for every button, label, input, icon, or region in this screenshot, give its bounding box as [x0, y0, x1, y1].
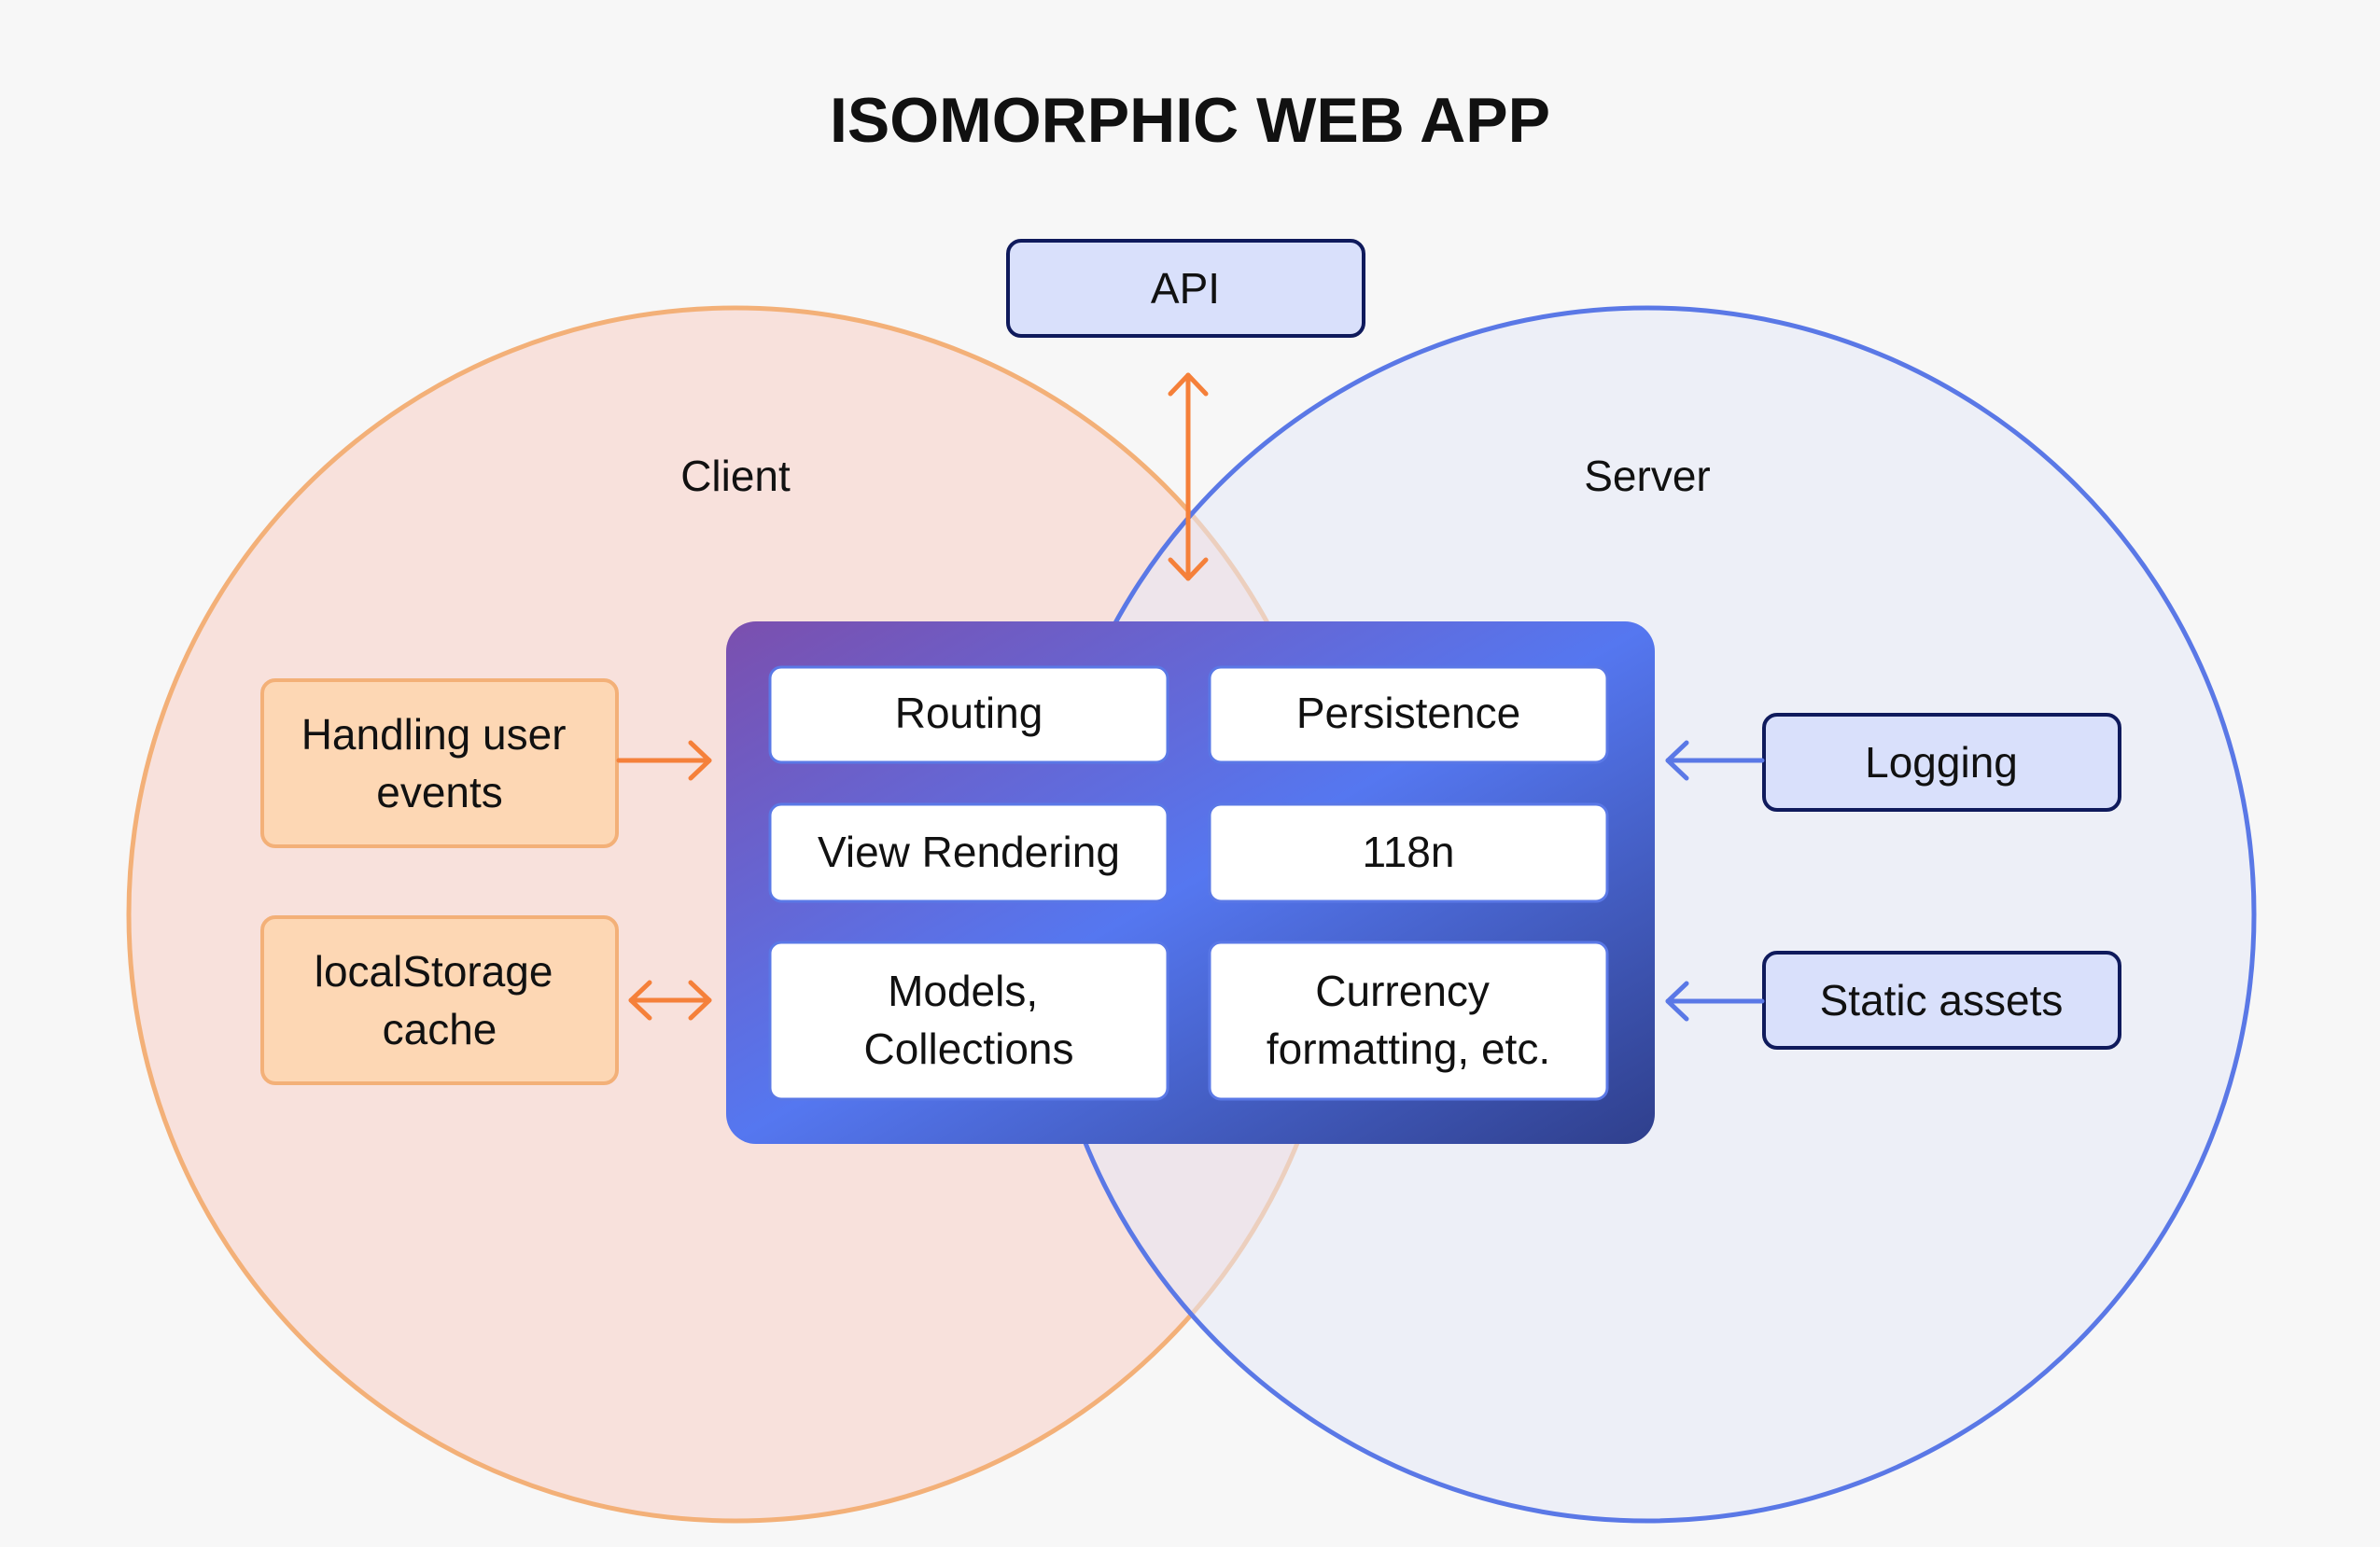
- static-assets-arrow: [1665, 981, 1765, 1022]
- api-label: API: [1151, 264, 1220, 313]
- logging-arrow: [1665, 740, 1765, 781]
- user-events-arrow: [616, 740, 712, 781]
- server-box-logging: Logging: [1762, 713, 2121, 812]
- svg-text:Routing: Routing: [895, 689, 1043, 737]
- core-module-label-line: Models,: [888, 967, 1038, 1015]
- core-module-label-line: Collections: [864, 1024, 1074, 1073]
- svg-text:View Rendering: View Rendering: [818, 828, 1120, 876]
- shared-core-grid: Routing Persistence View Rendering 118n: [768, 665, 1609, 1101]
- core-module-label: View Rendering: [818, 828, 1120, 876]
- core-module-i18n: 118n: [1208, 802, 1609, 903]
- svg-text:Currency formatting, e: Currency formatting, etc.: [1267, 967, 1550, 1073]
- client-label: Client: [680, 452, 791, 500]
- client-box-label-line: cache: [383, 1005, 497, 1053]
- server-box-label: Static assets: [1820, 976, 2064, 1024]
- svg-text:118n: 118n: [1363, 828, 1455, 876]
- client-box-label-line: localStorage: [315, 947, 553, 996]
- core-module-view-rendering: View Rendering: [768, 802, 1169, 903]
- svg-text:Persistence: Persistence: [1296, 689, 1520, 737]
- api-core-arrow: [1168, 372, 1209, 581]
- client-box-localstorage: localStorage cache: [260, 915, 619, 1085]
- client-box-label-line: events: [376, 768, 503, 816]
- localstorage-arrow: [628, 980, 712, 1021]
- svg-text:Handling user events: Handling user events: [301, 710, 579, 816]
- svg-text:localStorage cache: localStorage cache: [315, 947, 566, 1053]
- svg-text:Models, Collections: Models, Collections: [864, 967, 1074, 1073]
- client-box-user-events: Handling user events: [260, 678, 619, 848]
- core-module-label: Routing: [895, 689, 1043, 737]
- core-module-persistence: Persistence: [1208, 665, 1609, 764]
- core-module-label-line: formatting, etc.: [1267, 1024, 1550, 1073]
- server-box-static-assets: Static assets: [1762, 951, 2121, 1050]
- server-box-label: Logging: [1865, 738, 2018, 787]
- client-box-label-line: Handling user: [301, 710, 567, 759]
- core-module-routing: Routing: [768, 665, 1169, 764]
- diagram-title: ISOMORPHIC WEB APP: [830, 85, 1550, 156]
- core-module-label: Persistence: [1296, 689, 1520, 737]
- core-module-models: Models, Collections: [768, 941, 1169, 1101]
- core-module-label: 118n: [1363, 828, 1455, 876]
- core-module-label-line: Currency: [1315, 967, 1490, 1015]
- server-label: Server: [1584, 452, 1710, 500]
- core-module-currency: Currency formatting, etc.: [1208, 941, 1609, 1101]
- api-box: API: [1006, 239, 1365, 338]
